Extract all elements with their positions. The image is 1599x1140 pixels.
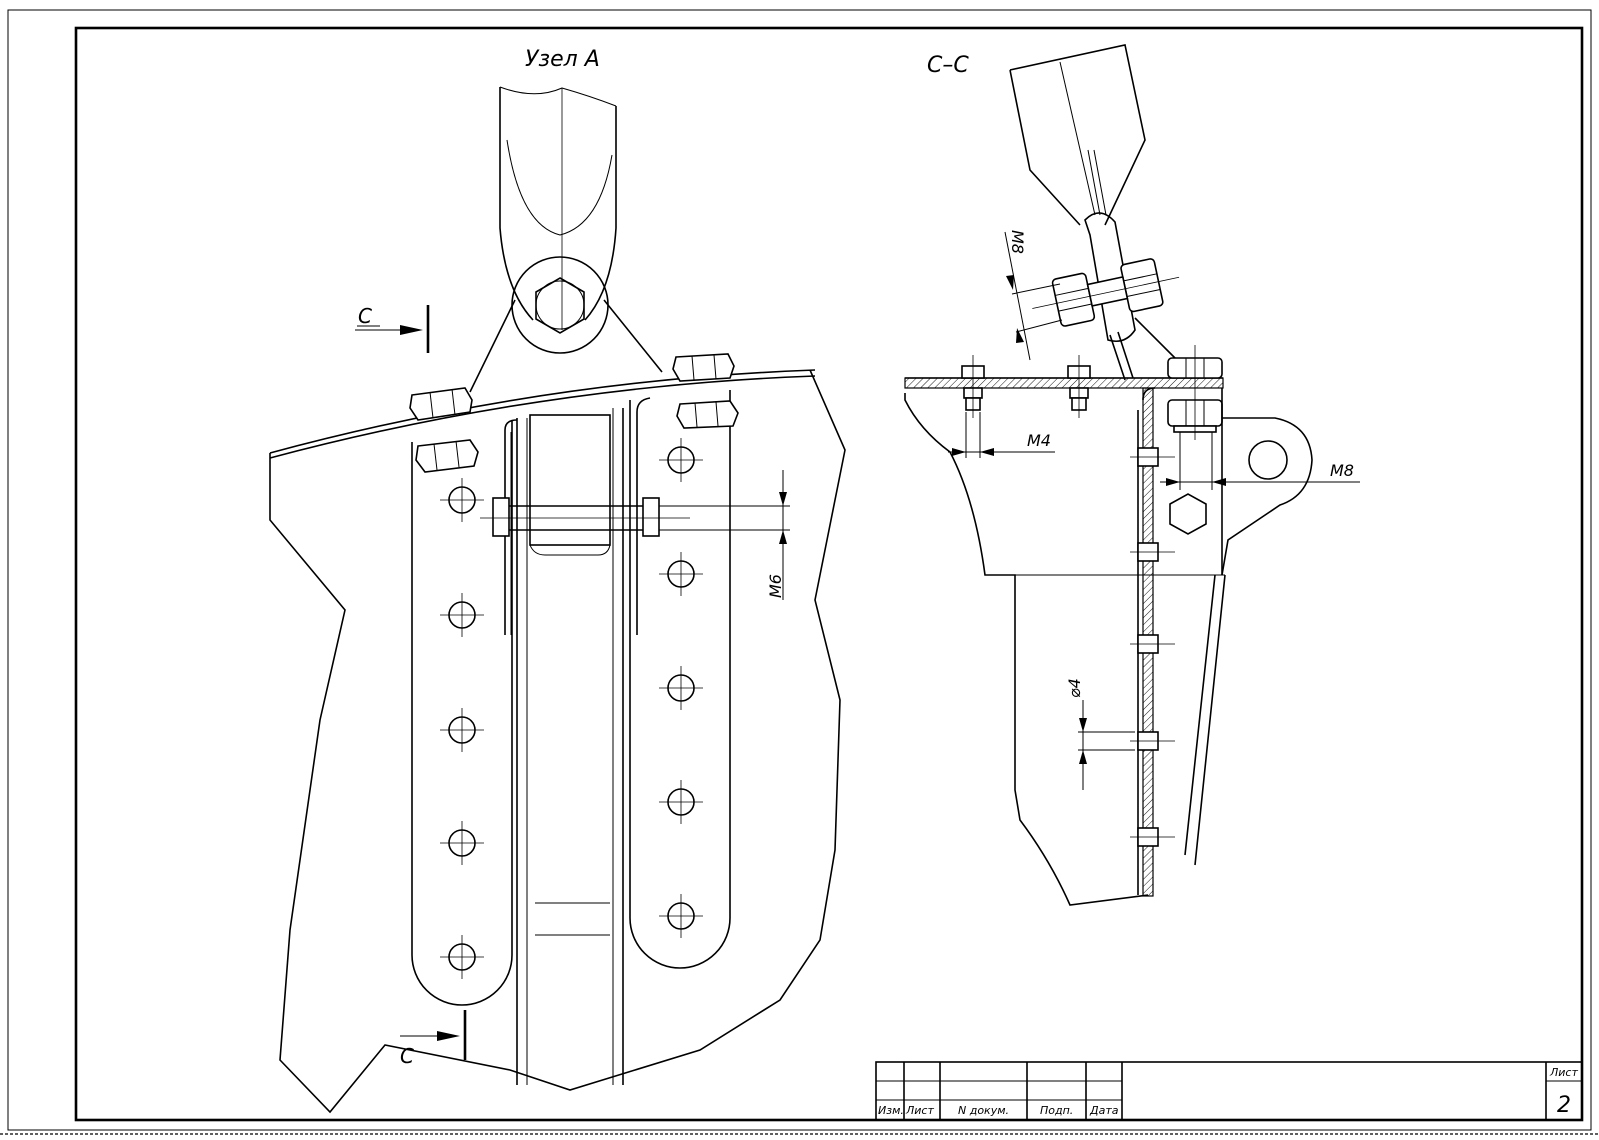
lug-boss [511,256,609,354]
drawing-frame [74,26,1584,1122]
section-strut-outline [1009,44,1146,226]
dimension-m4 [948,412,1055,458]
left-strap-rivets [440,478,484,979]
tb-col-list: Лист [905,1104,934,1117]
left-strap [411,420,513,1006]
dimension-m8-bolt-label: М8 [1008,230,1027,254]
lug-hex-bolt [535,277,585,334]
skin-bolts-m4 [961,355,1091,418]
skin-outer-line [269,369,816,454]
rivet-hole [659,780,703,824]
tapered-rib [1184,574,1226,866]
eye-lug-plate [1221,417,1313,576]
hex-nut-group-right [672,353,739,429]
clevis-rod [1109,331,1134,381]
spar-head-inner [529,544,611,556]
left-angle-bracket [504,419,518,635]
section-view-title: С–С [927,53,969,78]
web-rivets [1130,447,1175,847]
right-strap [629,390,731,969]
dimension-d4-label: ⌀4 [1065,678,1084,698]
tb-col-data: Дата [1089,1104,1119,1117]
section-arrow-top-head [400,325,423,335]
section-panel-outline [904,393,1149,906]
section-mark-bottom: С [400,1044,414,1068]
rivet-hole [659,552,703,596]
tb-col-izm: Изм. [878,1104,904,1117]
panel-break-outline [269,369,846,1114]
detail-view-node-a: Узел А С С [269,47,846,1114]
fitting-bolt-m8 [1167,345,1223,440]
rivet-hole [659,894,703,938]
dimension-m6 [659,470,790,600]
strut-outline-right [584,106,617,321]
section-arrow-bottom-head [437,1031,460,1041]
clevis-bolt-m8 [1032,258,1180,327]
lug-bolt-shank [535,280,585,330]
dimension-m8-eye [1160,432,1360,490]
section-skin-hatched [904,377,1224,389]
section-strut-inner [1059,61,1096,216]
rivet-hole [659,666,703,710]
right-angle-bracket [636,397,651,635]
cross-bolt-m6 [480,497,690,537]
hex-nut-group-left [409,387,479,473]
dimension-d4 [1078,700,1135,790]
detail-view-title: Узел А [525,47,600,72]
lug-brace-right [603,299,663,373]
lug-brace-left [469,299,516,393]
rivet-hole [440,935,484,979]
eye-lug-hex [1169,493,1207,535]
dimension-m8-eye-label: М8 [1330,461,1354,480]
dimension-m6-label: М6 [766,574,785,598]
dimension-m4-label: М4 [1027,431,1051,450]
strut-outline [499,87,534,321]
tb-col-podp: Подп. [1040,1104,1073,1117]
rivet-hole [440,821,484,865]
title-block: Изм. Лист N докум. Подп. Дата Лист 2 [875,1061,1583,1121]
section-view-c-c: С–С [904,44,1360,906]
clevis-tongue [1087,149,1107,216]
right-strap-rivets [659,438,703,938]
section-strut-brace [1134,317,1176,359]
tb-sheet-number: 2 [1557,1093,1571,1118]
rivet-hole [440,708,484,752]
page-outer-border [7,9,1592,1131]
rivet-hole [659,438,703,482]
title-block-frame [875,1061,1583,1121]
spar-head-block [529,414,611,546]
strut-top-break [499,86,617,107]
rivet-hole [440,478,484,522]
dimension-m8-bolt [1004,231,1063,361]
section-mark-top: С [358,304,372,328]
rivet-hole [440,593,484,637]
eye-lug-hole [1248,440,1288,480]
strut-inner-curve [506,139,613,236]
section-web-corner [1142,387,1156,401]
tb-col-ndokum: N докум. [958,1104,1009,1117]
tb-sheet-label: Лист [1549,1066,1578,1079]
skin-inner-line [269,375,816,459]
